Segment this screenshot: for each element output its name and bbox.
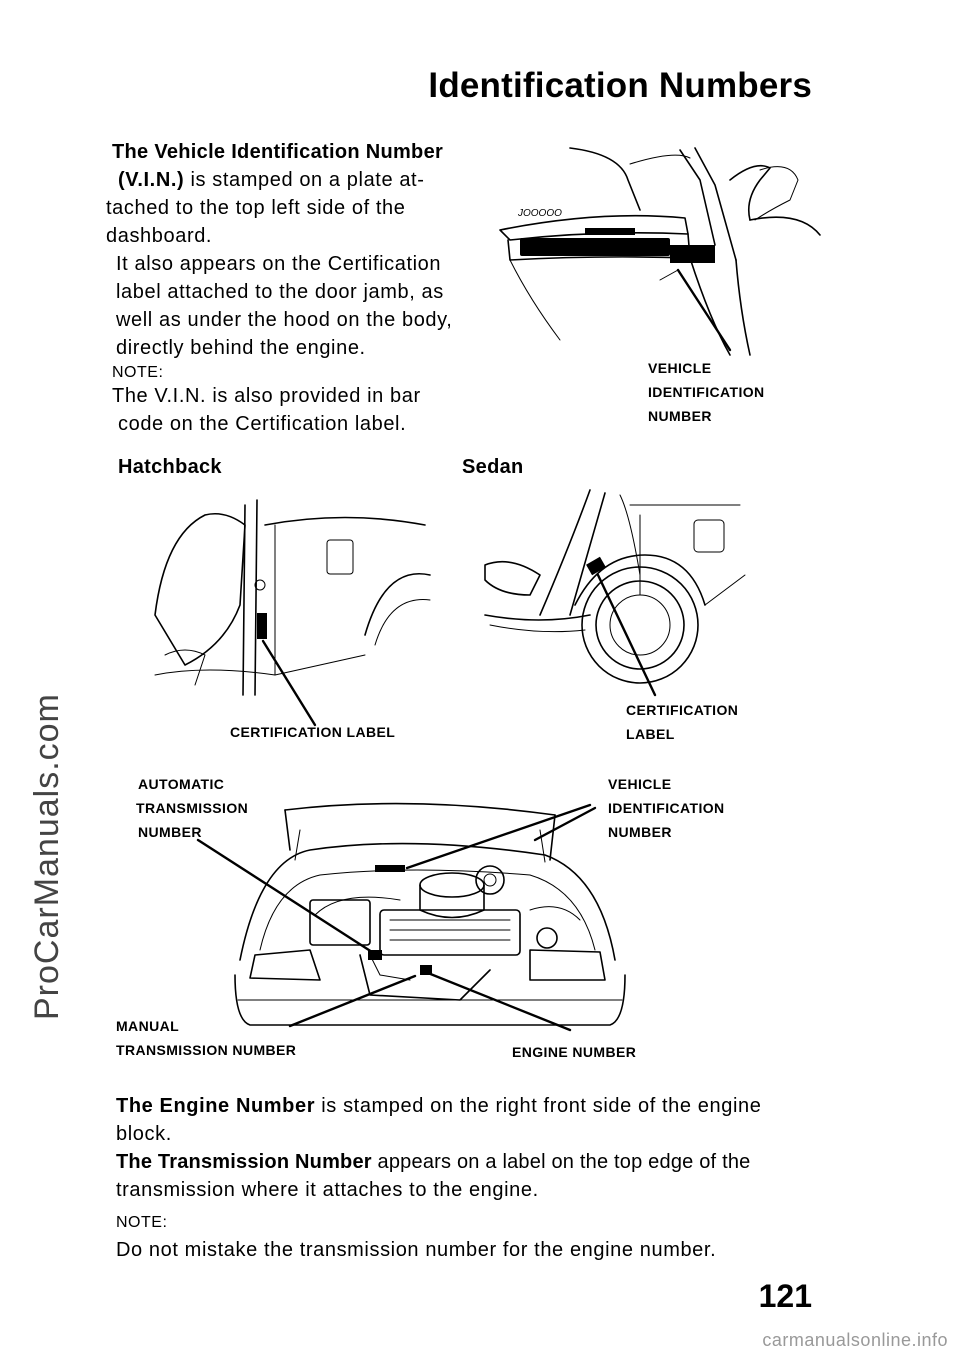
vin-dashboard-illustration: JOOOOO	[499, 147, 821, 356]
engine-bay-illustration	[196, 802, 626, 1032]
engine-number-label: ENGINE NUMBER	[512, 1044, 637, 1060]
manual-trans-label-line2: TRANSMISSION NUMBER	[116, 1042, 297, 1058]
bottom-note-label: NOTE:	[116, 1214, 168, 1231]
auto-trans-label-line2: TRANSMISSION	[136, 800, 249, 816]
sedan-door-illustration	[484, 489, 746, 697]
vin-note-line1: The V.I.N. is also provided in bar	[112, 385, 421, 407]
vin-note-line2: code on the Certification label.	[118, 413, 407, 435]
trans-line1: appears on a label on the top edge of th…	[371, 1151, 751, 1173]
auto-trans-label-line3: NUMBER	[138, 824, 202, 840]
vin-plate-text: JOOOOO	[517, 208, 562, 219]
vin-line3: dashboard.	[106, 225, 213, 247]
hatchback-heading: Hatchback	[118, 456, 222, 478]
auto-trans-label: AUTOMATIC TRANSMISSION NUMBER	[136, 772, 248, 844]
vin-note: The V.I.N. is also provided in bar code …	[112, 382, 492, 438]
sedan-cert-label-line1: CERTIFICATION	[626, 702, 739, 718]
engine-number-term: The Engine Number	[116, 1095, 316, 1117]
vin-figure-label: VEHICLE IDENTIFICATION NUMBER	[648, 356, 765, 428]
vin-para2-line4: directly behind the engine.	[116, 337, 366, 359]
vin-line2: tached to the top left side of the	[106, 197, 406, 219]
hatchback-cert-label: CERTIFICATION LABEL	[230, 724, 396, 740]
hatchback-door-illustration	[154, 499, 431, 727]
engine-line2: block.	[116, 1123, 172, 1145]
vin-para2-line2: label attached to the door jamb, as	[116, 281, 444, 303]
vin-para2-line1: It also appears on the Certification	[116, 253, 442, 275]
page-number: 121	[758, 1278, 812, 1314]
trans-number-term: The Transmission Number	[116, 1151, 372, 1173]
vin-para2-line3: well as under the hood on the body,	[116, 309, 453, 331]
page-title: Identification Numbers	[428, 66, 812, 105]
vin-paragraph: The Vehicle Identification Number (V.I.N…	[106, 138, 492, 362]
auto-trans-label-line1: AUTOMATIC	[138, 776, 225, 792]
vin-heading: The Vehicle Identification Number	[112, 141, 444, 163]
footer-site: carmanualsonline.info	[762, 1330, 948, 1350]
engine-vin-label-line3: NUMBER	[608, 824, 672, 840]
engine-vin-label-line1: VEHICLE	[608, 776, 672, 792]
bottom-note-text: Do not mistake the transmission number f…	[116, 1239, 717, 1261]
engine-paragraph: The Engine Number is stamped on the righ…	[116, 1092, 836, 1204]
engine-line1: is stamped on the right front side of th…	[315, 1095, 762, 1117]
vin-line1: is stamped on a plate at-	[184, 169, 425, 191]
vin-heading-cont: (V.I.N.)	[118, 169, 185, 191]
engine-vin-label-line2: IDENTIFICATION	[608, 800, 725, 816]
manual-trans-label-line1: MANUAL	[116, 1018, 180, 1034]
sedan-heading: Sedan	[462, 456, 524, 478]
vin-note-label: NOTE:	[112, 364, 164, 381]
engine-vin-label: VEHICLE IDENTIFICATION NUMBER	[608, 772, 725, 844]
sedan-cert-label: CERTIFICATION LABEL	[626, 698, 738, 746]
sedan-cert-label-line2: LABEL	[626, 726, 675, 742]
vin-figure-label-line3: NUMBER	[648, 408, 712, 424]
vin-figure-label-line2: IDENTIFICATION	[648, 384, 765, 400]
manual-trans-label: MANUAL TRANSMISSION NUMBER	[116, 1014, 296, 1062]
trans-line2: transmission where it attaches to the en…	[116, 1179, 539, 1201]
watermark: ProCarManuals.com	[28, 693, 66, 1020]
vin-figure-label-line1: VEHICLE	[648, 360, 712, 376]
